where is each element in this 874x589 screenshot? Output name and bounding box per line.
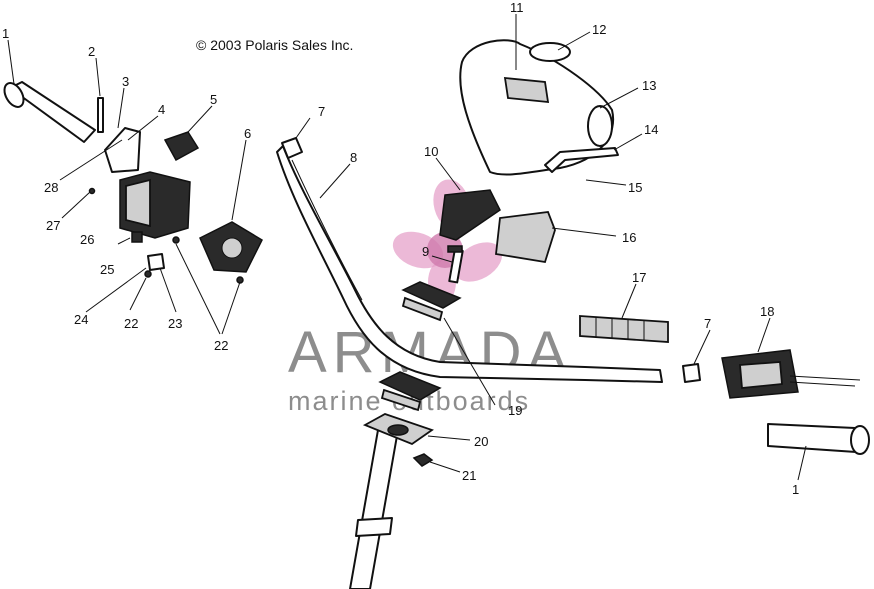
callout-24: 24 [74,312,88,327]
callout-17: 17 [632,270,646,285]
callout-7-top: 7 [318,104,325,119]
bar-end-cap-right [682,363,701,383]
leader-lines [7,14,807,481]
callout-22-bottom: 22 [214,338,228,353]
throttle-grip-part [579,315,669,343]
handlebar-cover-part [459,39,615,176]
callout-21: 21 [462,468,476,483]
copyright-text: © 2003 Polaris Sales Inc. [196,37,353,53]
callout-27: 27 [46,218,60,233]
callout-8: 8 [350,150,357,165]
handlebar-part [276,145,663,383]
callout-4: 4 [158,102,165,117]
callout-10: 10 [424,144,438,159]
callout-23: 23 [168,316,182,331]
callout-25: 25 [100,262,114,277]
nut-part [412,453,434,467]
callout-3: 3 [122,74,129,89]
bar-end-cap-left [281,137,303,159]
callout-12: 12 [592,22,606,37]
callout-1-right: 1 [792,482,799,497]
steering-plate-part [362,413,434,446]
callout-13: 13 [642,78,656,93]
callout-9: 9 [422,244,429,259]
clamp-bolt-part [447,245,464,284]
switch-small-parts [88,97,244,284]
callout-1-left: 1 [2,26,9,41]
callout-2: 2 [88,44,95,59]
callout-5: 5 [210,92,217,107]
bar-trim-part [495,211,556,264]
callout-labels: 1 2 3 4 5 6 7 8 9 10 11 12 13 14 15 16 1… [2,0,799,497]
callout-11: 11 [510,0,524,15]
start-switch-part [163,131,200,162]
callout-16: 16 [622,230,636,245]
switch-bracket-part [104,127,141,173]
steering-column [349,429,399,589]
switch-cap-part [199,221,263,273]
callout-14: 14 [644,122,658,137]
callout-26: 26 [80,232,94,247]
callout-7-right: 7 [704,316,711,331]
lower-clamp-part [378,371,442,412]
callout-28: 28 [44,180,58,195]
callout-15: 15 [628,180,642,195]
callout-20: 20 [474,434,488,449]
callout-19: 19 [508,403,522,418]
switch-housing-part [119,171,191,239]
bar-pad-part [439,189,501,241]
left-grip-part [3,81,96,143]
callout-6: 6 [244,126,251,141]
callout-22-left: 22 [124,316,138,331]
right-grip-part [767,423,870,455]
cover-badge-part [529,42,571,62]
cover-wire-part [544,147,619,173]
callout-18: 18 [760,304,774,319]
upper-clamp-part [401,281,462,322]
throttle-housing-part [721,349,861,399]
